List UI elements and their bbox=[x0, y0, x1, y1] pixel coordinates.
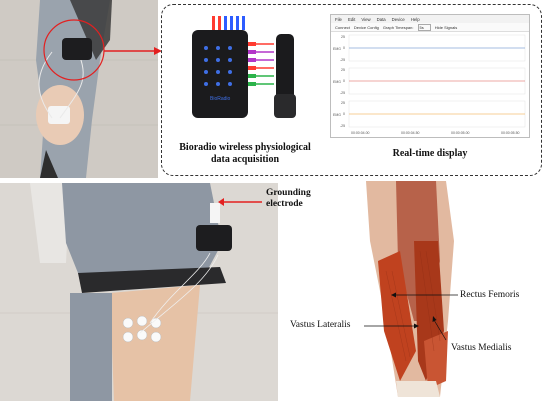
menu-help[interactable]: Help bbox=[410, 16, 420, 22]
connect-button[interactable]: Connect bbox=[335, 24, 350, 30]
toolbar: Connect Device Config Graph Timespan: 5s… bbox=[331, 23, 529, 32]
thigh-muscle-illustration bbox=[366, 181, 454, 397]
menu-device[interactable]: Device bbox=[391, 16, 405, 22]
display-caption: Real-time display bbox=[392, 148, 468, 159]
graph-timespan-label: Graph Timespan: bbox=[382, 24, 414, 30]
acquisition-panel bbox=[161, 4, 542, 176]
leg-photo-illustration bbox=[0, 0, 158, 178]
channel-1-plot bbox=[348, 34, 526, 62]
ch1-tick-mid: 0 bbox=[343, 46, 345, 50]
rectus-femoris-label: Rectus Femoris bbox=[460, 290, 520, 300]
device-brand-label: BioRadio bbox=[210, 96, 231, 102]
menu-view[interactable]: View bbox=[361, 16, 371, 22]
timespan-select[interactable]: 5s bbox=[417, 23, 431, 31]
ch2-tick-bot: -25 bbox=[340, 91, 345, 95]
time-tick-4: 00:00:05.50 bbox=[501, 131, 520, 135]
leg-electrodes-illustration bbox=[0, 183, 278, 401]
time-tick-2: 00:00:04.50 bbox=[401, 131, 420, 135]
channel-2-plot bbox=[348, 67, 526, 95]
device-illustration bbox=[192, 16, 296, 118]
leg-photo-bottom bbox=[0, 183, 278, 401]
hide-signals-button[interactable]: Hide Signals bbox=[434, 24, 458, 30]
channel-1-label: EMG bbox=[333, 47, 341, 51]
menu-file[interactable]: File bbox=[335, 16, 342, 22]
grounding-label-line1: Grounding bbox=[266, 188, 311, 198]
signal-plot: EMG EMG EMG 25 0 -25 25 0 -25 25 0 -25 0… bbox=[333, 34, 526, 135]
arrow-to-device bbox=[104, 47, 162, 55]
leg-photo-top bbox=[0, 0, 158, 178]
ch3-tick-top: 25 bbox=[341, 101, 345, 105]
channel-2-label: EMG bbox=[333, 80, 341, 84]
software-window: File Edit View Data Device Help Connect … bbox=[330, 14, 530, 138]
anatomy-pointers bbox=[364, 292, 458, 341]
grounding-label-line2: electrode bbox=[266, 199, 303, 209]
time-tick-1: 00:00:04.00 bbox=[351, 131, 370, 135]
menu-bar: File Edit View Data Device Help bbox=[331, 15, 529, 23]
device-caption: Bioradio wireless physiological data acq… bbox=[172, 142, 318, 166]
ch3-tick-mid: 0 bbox=[343, 112, 345, 116]
time-tick-3: 00:00:05.00 bbox=[451, 131, 470, 135]
ch1-tick-top: 25 bbox=[341, 35, 345, 39]
device-caption-line2: data acquisition bbox=[210, 154, 280, 165]
grounding-arrow bbox=[218, 198, 262, 206]
channel-3-label: EMG bbox=[333, 113, 341, 117]
device-config-button[interactable]: Device Config bbox=[353, 24, 379, 30]
grounding-label: Grounding electrode bbox=[266, 188, 311, 210]
channel-3-plot bbox=[348, 100, 526, 128]
ch2-tick-mid: 0 bbox=[343, 79, 345, 83]
device-caption-line1: Bioradio wireless physiological bbox=[179, 142, 311, 153]
bioradio-device: BioRadio bbox=[174, 14, 316, 136]
vastus-lateralis-label: Vastus Lateralis bbox=[290, 320, 351, 330]
menu-edit[interactable]: Edit bbox=[347, 16, 356, 22]
vastus-medialis-label: Vastus Medialis bbox=[451, 343, 512, 353]
ch1-tick-bot: -25 bbox=[340, 58, 345, 62]
ch2-tick-top: 25 bbox=[341, 68, 345, 72]
ch3-tick-bot: -25 bbox=[340, 124, 345, 128]
thigh-anatomy bbox=[356, 181, 466, 397]
menu-data[interactable]: Data bbox=[376, 16, 386, 22]
